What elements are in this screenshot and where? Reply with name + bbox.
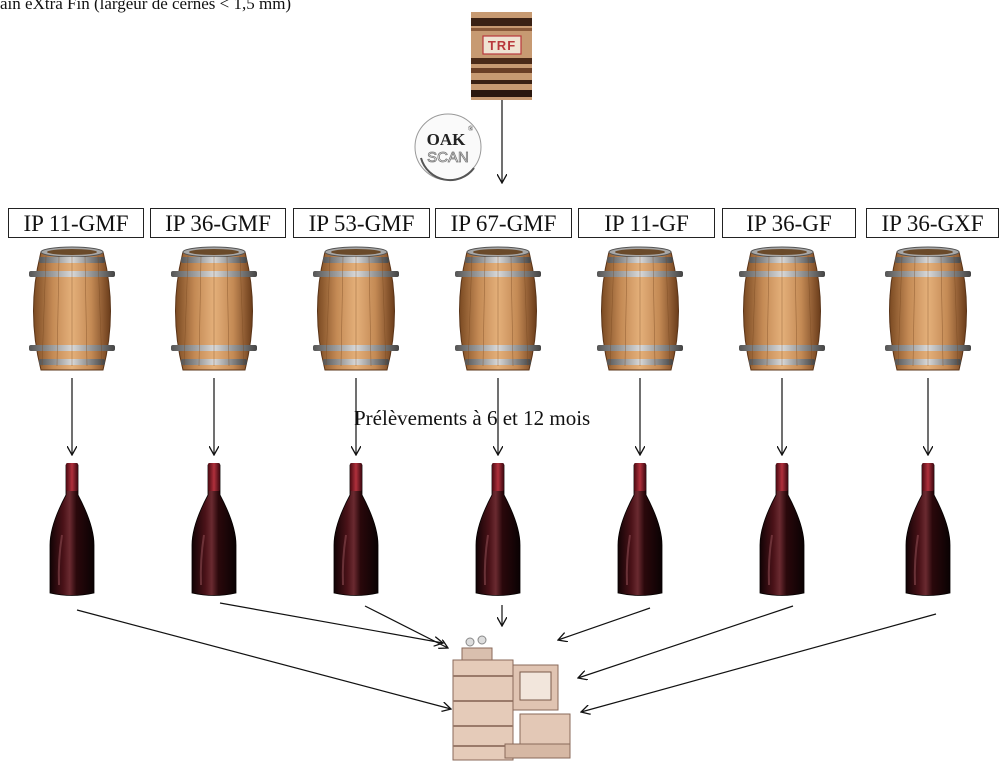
barrel-icon-2 <box>171 247 257 370</box>
oakscan-registered: ® <box>468 125 474 133</box>
wine-bottle-icon-5 <box>618 463 662 596</box>
sampling-label: Prélèvements à 6 et 12 mois <box>354 406 590 431</box>
wine-bottle-icon-2 <box>192 463 236 596</box>
arrow-bottle-to-analysis-1 <box>77 610 451 709</box>
arrow-bottle-to-analysis-5 <box>558 608 650 640</box>
barrel-icon-7 <box>885 247 971 370</box>
wine-bottle-icon-3 <box>334 463 378 596</box>
barrel-icon-1 <box>29 247 115 370</box>
barrel-icon-4 <box>455 247 541 370</box>
barrel-label-6: IP 36-GF <box>722 208 856 238</box>
arrow-bottle-to-analysis-3 <box>365 606 448 648</box>
barrel-icon-6 <box>739 247 825 370</box>
oakscan-line2: SCAN <box>427 149 469 166</box>
barrel-label-3: IP 53-GMF <box>293 208 430 238</box>
wine-bottle-icon-7 <box>906 463 950 596</box>
barrel-icon-3 <box>313 247 399 370</box>
arrow-bottle-to-analysis-7 <box>581 614 936 712</box>
trf-logo-text: TRF <box>488 38 516 53</box>
barrel-label-4: IP 67-GMF <box>435 208 572 238</box>
arrow-bottle-to-analysis-6 <box>578 606 793 678</box>
arrow-bottle-to-analysis-2 <box>220 603 443 643</box>
wine-bottle-icon-4 <box>476 463 520 596</box>
barrel-icon-5 <box>597 247 683 370</box>
oakscan-line1: OAK <box>427 130 467 149</box>
barrel-label-7: IP 36-GXF <box>866 208 999 238</box>
computer-workstation-icon <box>453 636 570 760</box>
barrel-label-2: IP 36-GMF <box>150 208 286 238</box>
oakscan-logo: OAK ® SCAN <box>415 114 481 180</box>
barrel-label-5: IP 11-GF <box>578 208 715 238</box>
wine-bottle-icon-1 <box>50 463 94 596</box>
wine-bottle-icon-6 <box>760 463 804 596</box>
barrel-label-1: IP 11-GMF <box>8 208 144 238</box>
trf-wood-sample: TRF <box>471 12 532 100</box>
